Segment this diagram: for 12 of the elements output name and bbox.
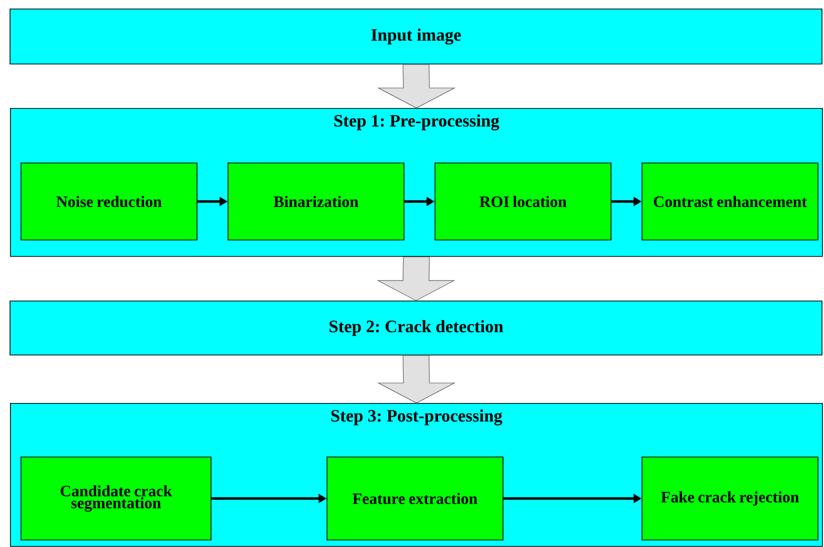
process-box: Contrast enhancement	[642, 162, 818, 240]
process-box: Candidate crack segmentation	[20, 456, 212, 540]
block-arrow	[377, 64, 456, 108]
process-box: Noise reduction	[20, 162, 198, 240]
stage-band: Input image	[10, 8, 822, 64]
process-box: Feature extraction	[326, 456, 504, 540]
block-arrow	[377, 355, 456, 404]
process-box: ROI location	[434, 162, 612, 240]
stage-band: Step 2: Crack detection	[10, 300, 822, 356]
block-arrow	[376, 256, 456, 301]
process-box: Fake crack rejection	[642, 456, 818, 540]
process-box: Binarization	[228, 162, 404, 240]
